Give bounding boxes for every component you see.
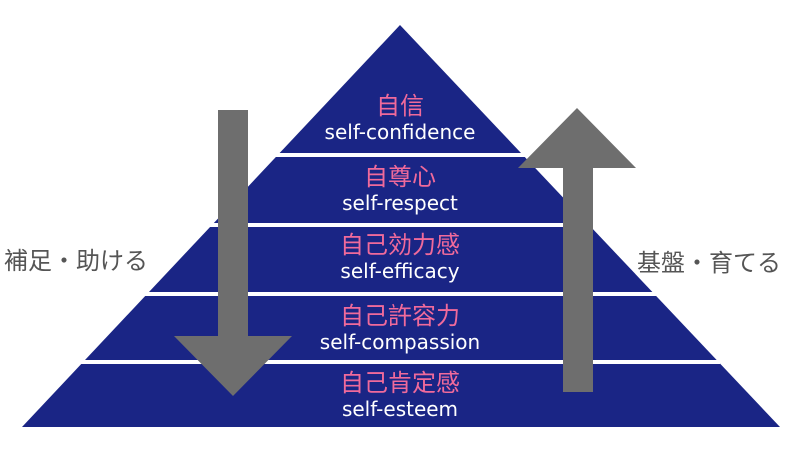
down-arrow [174, 110, 292, 396]
level-self-confidence: 自信 self-confidence [0, 92, 800, 144]
up-arrow [518, 108, 636, 392]
level-en-label: self-compassion [319, 330, 481, 354]
level-self-efficacy: 自己効力感 self-efficacy [0, 231, 800, 283]
level-jp-label: 自己許容力 [340, 302, 460, 330]
level-self-respect: 自尊心 self-respect [0, 163, 800, 215]
level-jp-label: 自己効力感 [340, 231, 460, 259]
level-self-compassion: 自己許容力 self-compassion [0, 302, 800, 354]
level-jp-label: 自己肯定感 [340, 369, 460, 397]
level-en-label: self-efficacy [340, 259, 460, 283]
level-en-label: self-confidence [324, 120, 476, 144]
left-label: 補足・助ける [4, 247, 148, 275]
level-self-esteem: 自己肯定感 self-esteem [0, 369, 800, 421]
right-label: 基盤・育てる [637, 249, 781, 277]
level-en-label: self-respect [342, 191, 458, 215]
level-jp-label: 自尊心 [364, 163, 436, 191]
level-jp-label: 自信 [376, 92, 424, 120]
level-en-label: self-esteem [341, 397, 459, 421]
